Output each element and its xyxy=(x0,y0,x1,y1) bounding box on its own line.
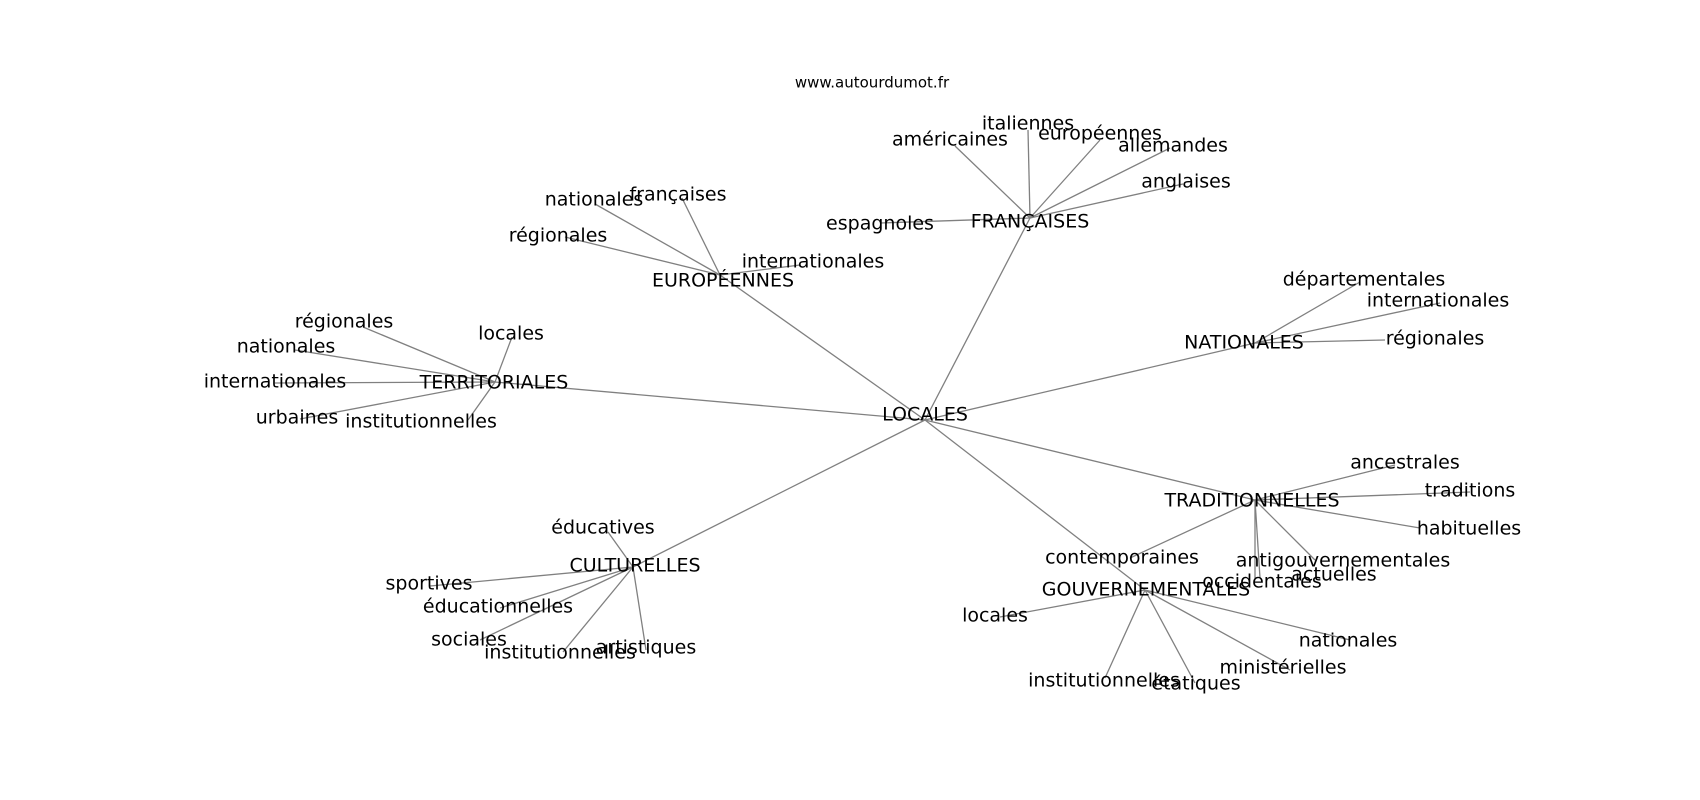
edge-francaises-1 xyxy=(1029,139,1101,219)
leaf-label-traditionnelles-0: ancestrales xyxy=(1350,452,1460,474)
leaf-label-territoriales-4: urbaines xyxy=(256,407,338,429)
edge-center-gouvernementales xyxy=(924,419,1146,591)
edge-traditionnelles-3 xyxy=(1254,499,1316,561)
center-node-label: LOCALES xyxy=(882,404,968,426)
edge-nationales-2 xyxy=(1254,339,1386,344)
edge-territoriales-3 xyxy=(274,381,496,384)
edge-gouvernementales-3 xyxy=(1144,589,1196,684)
edge-nationales-1 xyxy=(1254,302,1441,344)
leaf-label-territoriales-0: régionales xyxy=(295,311,394,333)
hub-label-traditionnelles: TRADITIONNELLES xyxy=(1163,490,1339,512)
leaf-label-francaises-5: espagnoles xyxy=(826,213,934,235)
leaf-label-traditionnelles-6: occidentales xyxy=(1202,571,1322,593)
leaf-label-francaises-2: américaines xyxy=(892,129,1008,151)
leaf-label-traditionnelles-5: contemporaines xyxy=(1045,547,1199,569)
edge-europeennes-2 xyxy=(564,236,721,276)
leaf-label-traditionnelles-3: antigouvernementales xyxy=(1236,550,1450,572)
leaf-label-territoriales-3: internationales xyxy=(204,371,347,393)
edge-francaises-5 xyxy=(879,217,1031,224)
edge-francaises-2 xyxy=(954,145,1031,219)
leaf-label-europeennes-2: régionales xyxy=(509,225,608,247)
leaf-label-nationales-1: internationales xyxy=(1367,290,1510,312)
hub-label-nationales: NATIONALES xyxy=(1184,332,1304,354)
leaf-label-territoriales-5: institutionnelles xyxy=(345,411,497,433)
edge-gouvernementales-1 xyxy=(1144,589,1351,641)
edge-traditionnelles-4 xyxy=(1254,499,1261,579)
edge-center-europeennes xyxy=(719,274,926,421)
leaf-label-culturelles-3: sociales xyxy=(431,629,507,651)
leaf-label-francaises-4: anglaises xyxy=(1141,171,1230,193)
edge-nationales-0 xyxy=(1254,281,1361,344)
leaf-label-gouvernementales-0: locales xyxy=(962,605,1028,627)
leaf-label-francaises-1: européennes xyxy=(1038,123,1162,145)
hub-label-gouvernementales: GOUVERNEMENTALES xyxy=(1042,579,1250,601)
hub-label-europeennes: EUROPÉENNES xyxy=(652,269,794,292)
edge-europeennes-3 xyxy=(719,264,801,276)
edge-francaises-0 xyxy=(1027,129,1031,219)
edge-territoriales-0 xyxy=(362,326,496,383)
edge-center-francaises xyxy=(924,217,1031,421)
leaf-label-gouvernementales-1: nationales xyxy=(1299,630,1398,652)
leaf-label-gouvernementales-4: institutionnelles xyxy=(1028,670,1180,692)
edge-culturelles-1 xyxy=(429,566,634,587)
edge-europeennes-0 xyxy=(681,197,721,276)
leaf-label-traditionnelles-4: actuelles xyxy=(1291,564,1376,586)
leaf-label-territoriales-1: locales xyxy=(478,323,544,345)
leaf-label-gouvernementales-2: ministérielles xyxy=(1219,657,1346,679)
edge-europeennes-1 xyxy=(594,203,721,276)
leaf-label-culturelles-0: éducatives xyxy=(551,517,654,539)
hub-label-culturelles: CULTURELLES xyxy=(569,555,700,577)
edge-francaises-4 xyxy=(1029,183,1184,219)
leaf-label-nationales-2: régionales xyxy=(1386,328,1485,350)
leaf-label-territoriales-2: nationales xyxy=(237,336,336,358)
edge-traditionnelles-2 xyxy=(1254,499,1421,529)
leaf-label-francaises-3: allemandes xyxy=(1118,135,1228,157)
leaf-label-culturelles-5: artistiques xyxy=(596,637,697,659)
leaf-label-francaises-0: italiennes xyxy=(982,113,1074,135)
edge-center-territoriales xyxy=(494,381,926,421)
leaf-label-europeennes-1: nationales xyxy=(545,189,644,211)
edge-territoriales-5 xyxy=(467,381,496,421)
leaf-label-culturelles-4: institutionnelles xyxy=(484,642,636,664)
edge-culturelles-2 xyxy=(499,566,634,609)
edge-center-culturelles xyxy=(632,419,926,568)
edge-francaises-3 xyxy=(1029,147,1171,219)
edge-traditionnelles-1 xyxy=(1254,491,1471,501)
edge-gouvernementales-0 xyxy=(999,589,1146,618)
leaf-label-europeennes-3: internationales xyxy=(742,251,885,273)
hub-label-territoriales: TERRITORIALES xyxy=(419,372,569,394)
edge-gouvernementales-4 xyxy=(1104,589,1146,679)
edge-culturelles-0 xyxy=(607,531,634,568)
source-label: www.autourdumot.fr xyxy=(795,74,950,92)
hub-label-francaises: FRANÇAISES xyxy=(971,211,1090,233)
edge-territoriales-2 xyxy=(294,349,496,383)
leaf-label-nationales-0: départementales xyxy=(1283,269,1446,291)
edge-traditionnelles-0 xyxy=(1254,464,1396,501)
edge-gouvernementales-2 xyxy=(1144,589,1291,671)
edge-territoriales-1 xyxy=(494,336,513,383)
leaf-label-traditionnelles-1: traditions xyxy=(1425,480,1516,502)
edge-territoriales-4 xyxy=(299,381,496,420)
leaf-label-traditionnelles-2: habituelles xyxy=(1417,518,1521,540)
graph-labels: LOCALES FRANÇAISESitalienneseuropéennesa… xyxy=(204,113,1521,695)
edge-center-traditionnelles xyxy=(924,419,1256,501)
graph-edges xyxy=(274,129,1471,684)
edge-traditionnelles-5 xyxy=(1129,499,1256,559)
edge-culturelles-4 xyxy=(562,566,634,653)
leaf-label-culturelles-1: sportives xyxy=(386,573,473,595)
edge-culturelles-5 xyxy=(632,566,647,651)
leaf-label-gouvernementales-3: étatiques xyxy=(1151,673,1240,695)
leaf-label-europeennes-0: françaises xyxy=(629,184,726,206)
leaf-label-culturelles-2: éducationnelles xyxy=(423,596,573,618)
edge-center-nationales xyxy=(924,342,1256,421)
edge-culturelles-3 xyxy=(479,566,634,641)
